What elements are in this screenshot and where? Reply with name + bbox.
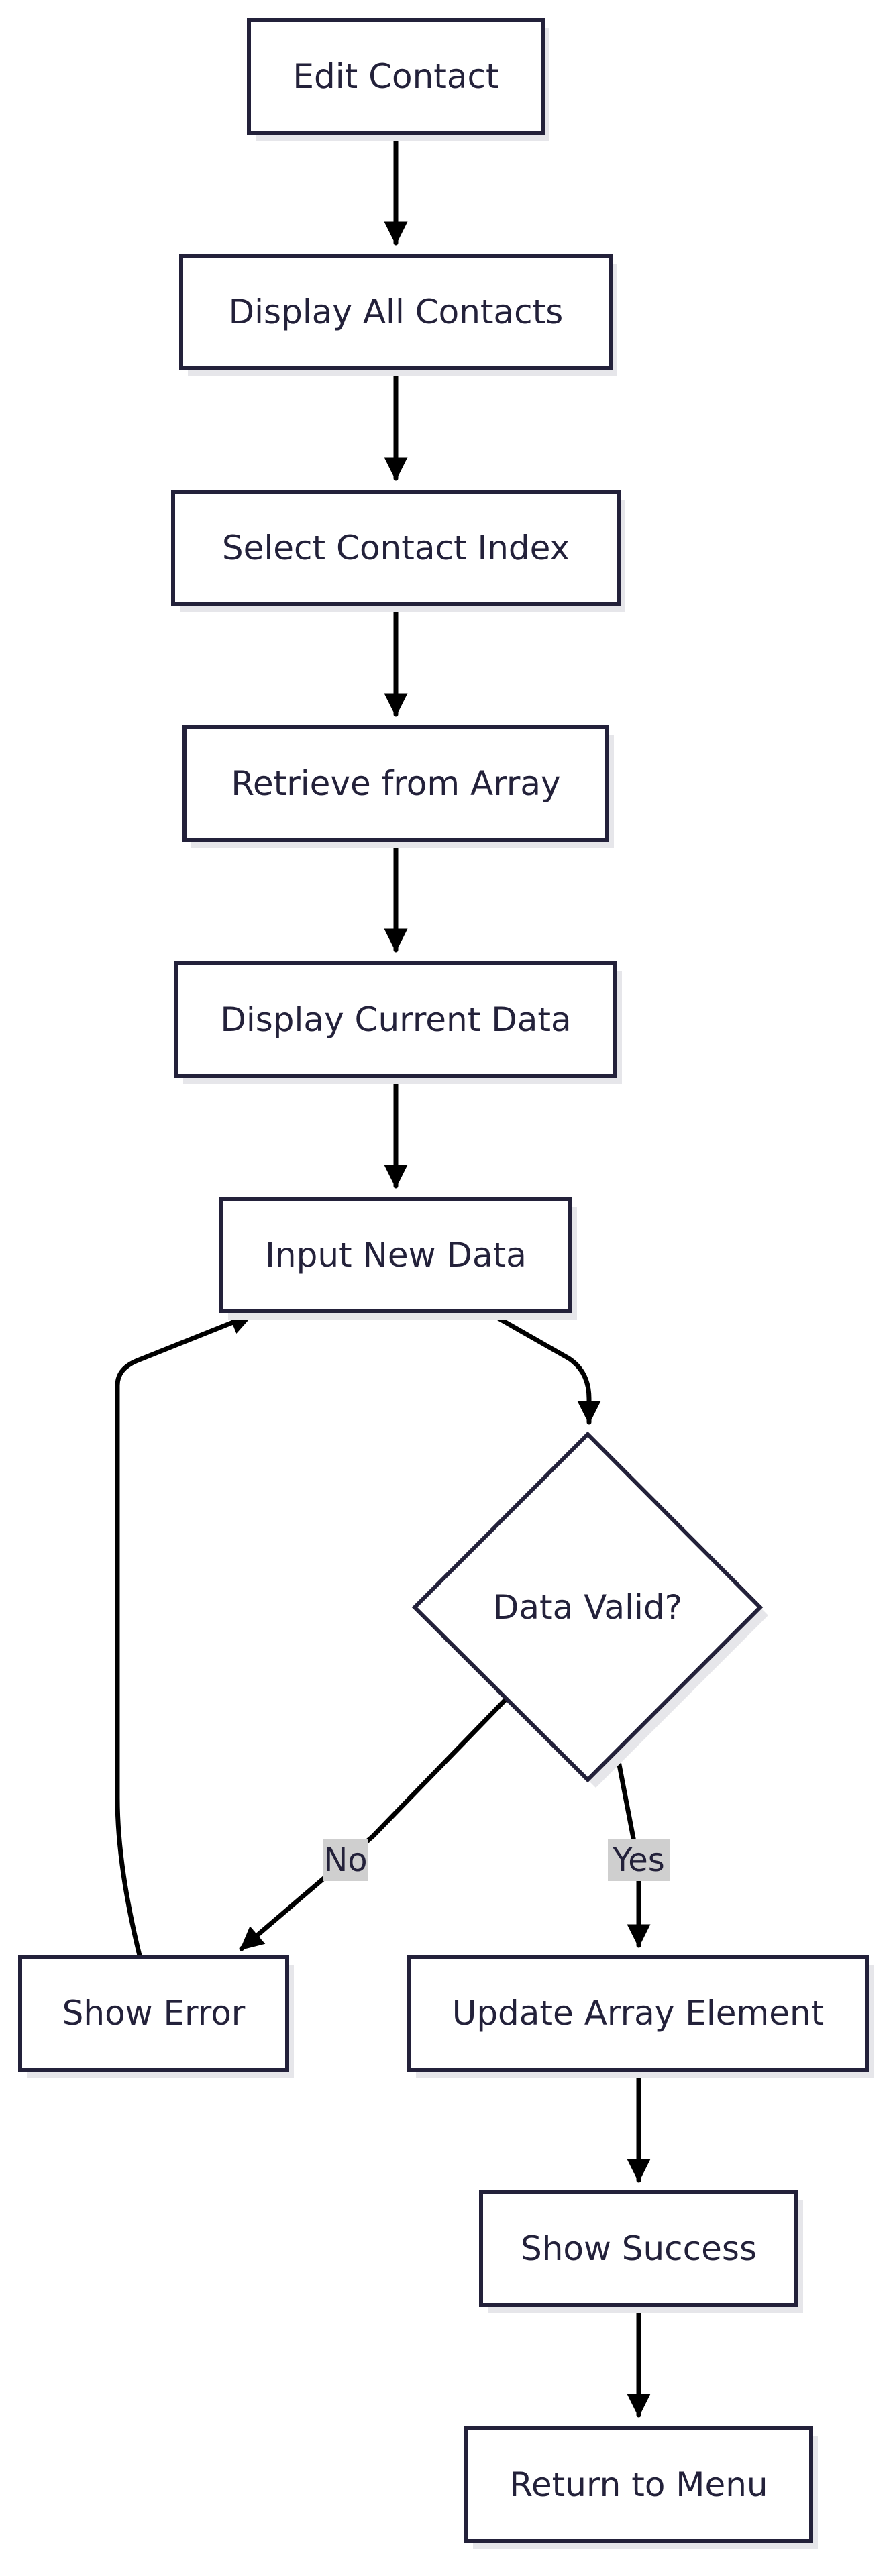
node-display-current-data: Display Current Data	[174, 961, 622, 1084]
node-retrieve-from-array-label: Retrieve from Array	[231, 764, 560, 803]
edge-data-valid-no-to-show-error	[239, 1698, 507, 1951]
node-select-contact-index-label: Select Contact Index	[222, 529, 570, 568]
node-select-contact-index: Select Contact Index	[171, 490, 625, 612]
node-show-error: Show Error	[18, 1955, 294, 2078]
node-retrieve-from-array: Retrieve from Array	[182, 725, 614, 848]
node-display-all-contacts: Display All Contacts	[179, 254, 617, 376]
node-display-current-data-label: Display Current Data	[220, 1000, 571, 1039]
edge-show-error-to-input	[115, 1311, 254, 1958]
edge-label-no: No	[323, 1839, 368, 1881]
node-return-to-menu: Return to Menu	[464, 2426, 818, 2549]
edge-label-yes: Yes	[608, 1839, 670, 1881]
node-input-new-data: Input New Data	[219, 1197, 577, 1320]
node-edit-contact-label: Edit Contact	[293, 57, 498, 96]
edge-label-no-text: No	[323, 1841, 367, 1879]
node-data-valid-decision: Data Valid?	[411, 1431, 768, 1788]
node-update-array-element: Update Array Element	[407, 1955, 874, 2078]
node-show-success: Show Success	[479, 2190, 803, 2313]
edge-input-to-data-valid	[485, 1309, 601, 1425]
edge-label-yes-text: Yes	[612, 1841, 664, 1879]
node-show-success-label: Show Success	[521, 2229, 757, 2268]
node-update-array-element-label: Update Array Element	[452, 1994, 825, 2033]
node-display-all-contacts-label: Display All Contacts	[229, 292, 564, 331]
node-show-error-label: Show Error	[62, 1994, 246, 2033]
node-data-valid-label: Data Valid?	[493, 1588, 682, 1627]
node-edit-contact: Edit Contact	[247, 18, 549, 141]
node-return-to-menu-label: Return to Menu	[509, 2465, 768, 2504]
edges	[115, 130, 651, 2418]
node-input-new-data-label: Input New Data	[265, 1236, 527, 1275]
